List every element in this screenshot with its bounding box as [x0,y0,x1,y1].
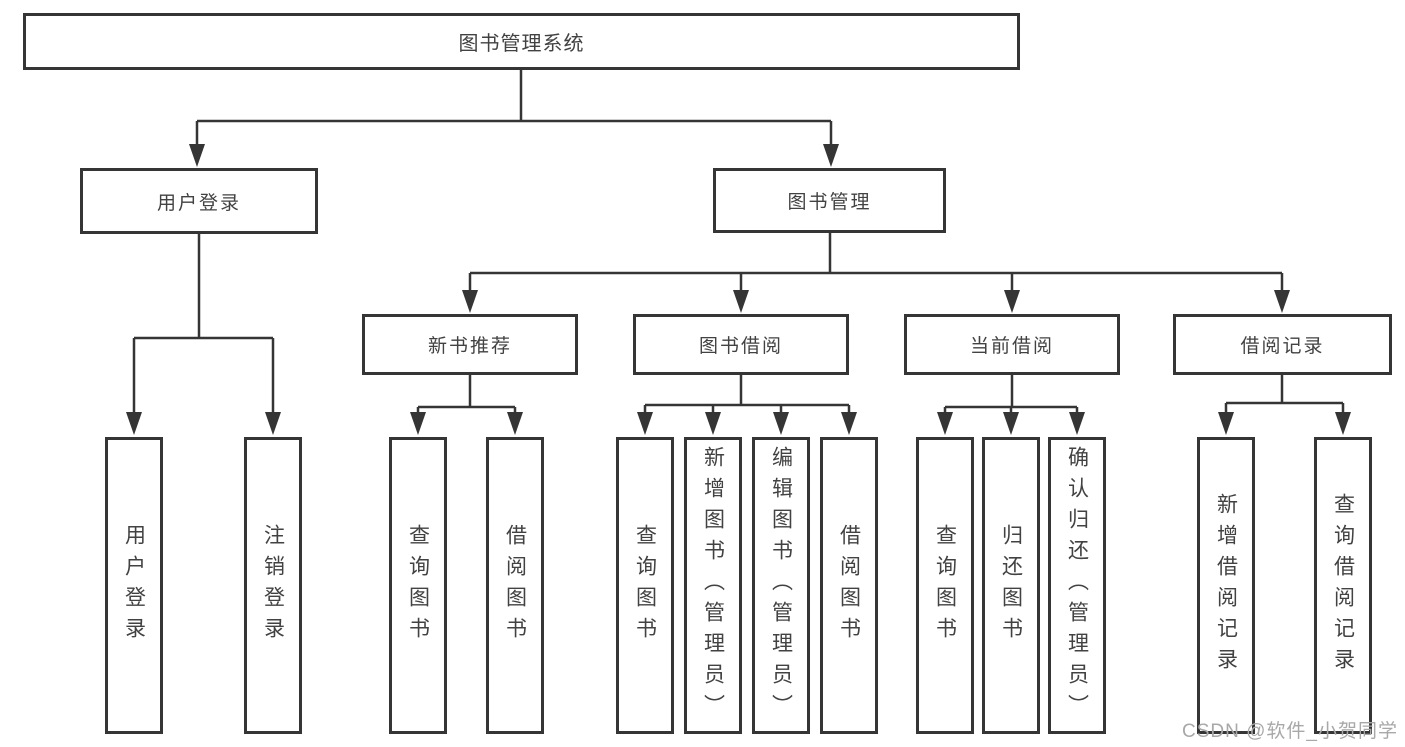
node-borrow-records: 借阅记录 [1173,314,1392,375]
leaf-borrow-books: 借阅图书 [820,437,878,734]
connector-mgmt-to-level2 [468,233,1284,295]
arrowhead [937,412,953,435]
node-book-management: 图书管理 [713,168,946,233]
node-current-borrow-label: 当前借阅 [969,336,1054,357]
arrowhead [265,412,281,435]
arrowhead [1004,290,1020,313]
node-new-book-recommend: 新书推荐 [362,314,578,375]
leaf-edit-books-admin-label: 编辑图书（管理员） [769,446,793,725]
arrowhead [189,144,205,167]
leaf-add-borrow-record: 新增借阅记录 [1197,437,1255,734]
arrowhead [126,412,142,435]
node-book-borrow-label: 图书借阅 [698,336,783,357]
leaf-return-books: 归还图书 [982,437,1040,734]
leaf-query-books-newbook: 查询图书 [389,437,447,734]
leaf-logout-label: 注销登录 [261,523,285,648]
leaf-query-books-borrow: 查询图书 [616,437,674,734]
connector-current-to-leaves [943,375,1079,417]
arrowhead [637,412,653,435]
leaf-borrow-books-newbook: 借阅图书 [486,437,544,734]
node-new-book-recommend-label: 新书推荐 [427,336,512,357]
node-borrow-records-label: 借阅记录 [1240,336,1325,357]
leaf-query-borrow-record: 查询借阅记录 [1314,437,1372,734]
arrowhead [1218,412,1234,435]
connector-borrow-to-leaves [643,375,851,417]
leaf-confirm-return-admin-label: 确认归还（管理员） [1065,446,1089,725]
leaf-borrow-books-newbook-label: 借阅图书 [503,523,527,648]
connector-newbook-to-leaves [416,375,517,417]
arrowhead [1335,412,1351,435]
node-user-login: 用户登录 [80,168,318,234]
leaf-user-login-label: 用户登录 [122,523,146,648]
csdn-watermark: CSDN @软件_小贺同学 [1182,721,1398,742]
leaf-add-books-admin: 新增图书（管理员） [684,437,742,734]
connector-root-to-level1 [195,70,833,148]
arrowhead [462,290,478,313]
leaf-user-login: 用户登录 [105,437,163,734]
node-current-borrow: 当前借阅 [904,314,1120,375]
arrowhead [773,412,789,435]
arrowhead [507,412,523,435]
leaf-add-borrow-record-label: 新增借阅记录 [1214,492,1238,679]
leaf-query-books-newbook-label: 查询图书 [406,523,430,648]
leaf-logout: 注销登录 [244,437,302,734]
leaf-query-books-borrow-label: 查询图书 [633,523,657,648]
arrowhead [1069,412,1085,435]
leaf-edit-books-admin: 编辑图书（管理员） [752,437,810,734]
node-root-label: 图书管理系统 [458,33,585,55]
node-book-management-label: 图书管理 [787,192,872,213]
leaf-confirm-return-admin: 确认归还（管理员） [1048,437,1106,734]
node-user-login-label: 用户登录 [156,192,241,214]
leaf-query-borrow-record-label: 查询借阅记录 [1331,492,1355,679]
leaf-borrow-books-label: 借阅图书 [837,523,861,648]
leaf-add-books-admin-label: 新增图书（管理员） [701,446,725,725]
connector-login-to-leaves [132,234,275,417]
arrowhead [823,144,839,167]
connector-records-to-leaves [1224,375,1345,417]
arrowhead [410,412,426,435]
leaf-query-books-current-label: 查询图书 [933,523,957,648]
leaf-query-books-current: 查询图书 [916,437,974,734]
arrowhead [705,412,721,435]
node-book-borrow: 图书借阅 [633,314,849,375]
arrowhead [733,290,749,313]
leaf-return-books-label: 归还图书 [999,523,1023,648]
arrowhead [1003,412,1019,435]
arrowhead [1274,290,1290,313]
arrowhead [841,412,857,435]
node-root-system: 图书管理系统 [23,13,1020,70]
